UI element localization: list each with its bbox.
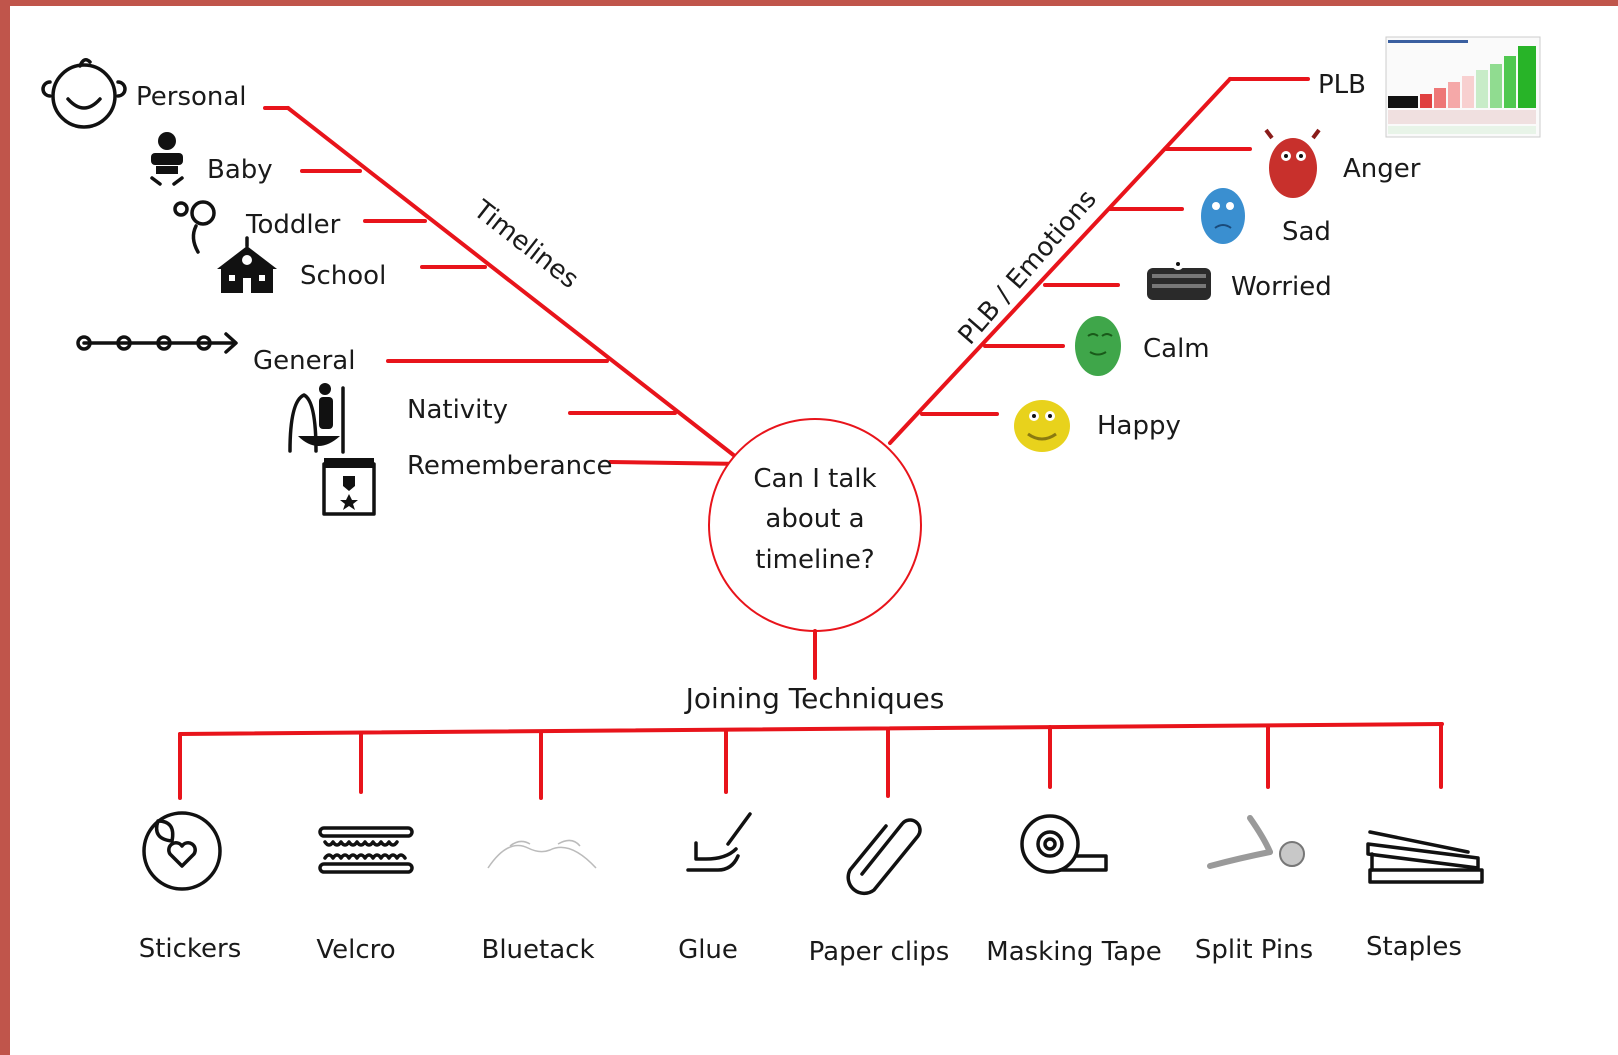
center-line-3: timeline? [755,545,874,575]
label-school: School [300,261,386,291]
label-stickers: Stickers [139,934,242,964]
label-glue: Glue [678,935,738,965]
timelines-spine-label: Timelines [467,194,584,295]
split-pin-icon [1207,815,1305,869]
label-toddler: Toddler [245,210,341,240]
diagram-canvas: Timelines Personal Baby Toddler School G… [10,6,1618,1055]
bone-rememberance [608,460,747,466]
worried-monster-icon [1147,258,1211,300]
nativity-icon [288,383,345,454]
calm-monster-icon [1075,316,1121,376]
label-sad: Sad [1282,217,1331,247]
baby-face-icon [41,58,127,129]
label-bluetack: Bluetack [481,935,594,965]
emotions-branch: PLB / Emotions PLB Anger Sad Worried Cal… [888,36,1541,452]
emotions-spine-label: PLB / Emotions [953,184,1103,350]
label-general: General [253,346,355,376]
timeline-arrow-icon [76,332,238,354]
label-worried: Worried [1231,272,1332,302]
timelines-spine [286,106,747,466]
emotions-spine [888,77,1232,445]
stapler-icon [1366,830,1484,884]
label-staples: Staples [1366,932,1462,962]
center-line-1: Can I talk [753,464,876,494]
remembrance-calendar-icon [322,458,376,516]
toddler-icon [173,200,216,254]
label-paper-clips: Paper clips [809,937,950,967]
label-masking-tape: Masking Tape [986,937,1161,967]
joining-techniques-branch: Joining Techniques [139,629,1484,967]
baby-icon [150,132,184,186]
paperclip-icon [846,818,922,896]
sad-monster-icon [1201,188,1245,244]
label-split-pins: Split Pins [1195,935,1313,965]
anger-monster-icon [1264,128,1321,198]
plb-tracker-thumbnail [1385,36,1541,138]
school-icon [217,236,277,293]
glue-icon [686,812,752,872]
label-rememberance: Rememberance [407,451,612,481]
joining-title: Joining Techniques [684,682,945,715]
joining-bar [178,722,1444,736]
label-plb: PLB [1318,70,1366,100]
label-nativity: Nativity [407,395,508,425]
label-anger: Anger [1343,154,1421,184]
label-personal: Personal [136,82,247,112]
label-baby: Baby [207,155,273,185]
masking-tape-icon [1020,814,1108,874]
fishbone-diagram: Timelines Personal Baby Toddler School G… [41,36,1541,967]
velcro-icon [318,826,414,874]
bluetack-icon [487,839,597,869]
label-calm: Calm [1143,334,1210,364]
timelines-branch: Timelines Personal Baby Toddler School G… [41,58,747,516]
center-line-2: about a [765,504,864,534]
sticker-icon [142,811,222,891]
label-velcro: Velcro [316,935,395,965]
happy-monster-icon [1014,400,1070,452]
central-question: Can I talk about a timeline? [708,418,922,632]
label-happy: Happy [1097,411,1181,441]
